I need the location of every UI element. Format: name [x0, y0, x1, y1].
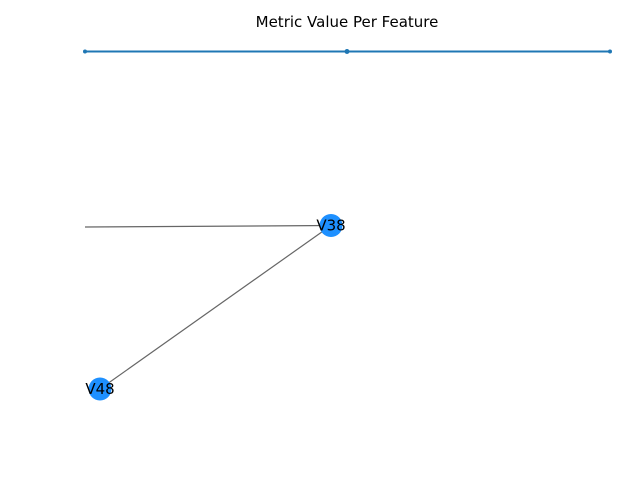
node-v38-marker[interactable]: [319, 214, 343, 237]
chart-title: Metric Value Per Feature: [256, 13, 439, 31]
top-line-marker-mid: [344, 49, 350, 54]
top-line-marker-left: [83, 49, 87, 54]
edge-v38-offscreen: [84, 224, 332, 228]
top-line-marker-right: [608, 49, 612, 54]
node-v48[interactable]: V48: [85, 377, 115, 401]
top-line-series: [83, 49, 612, 54]
node-v38[interactable]: V38: [316, 214, 346, 237]
edges: [84, 224, 332, 390]
edge-v38-v48: [99, 225, 332, 390]
node-v48-marker[interactable]: [88, 377, 112, 401]
node-v38-label: V38: [316, 217, 345, 235]
node-v48-label: V48: [85, 380, 114, 398]
